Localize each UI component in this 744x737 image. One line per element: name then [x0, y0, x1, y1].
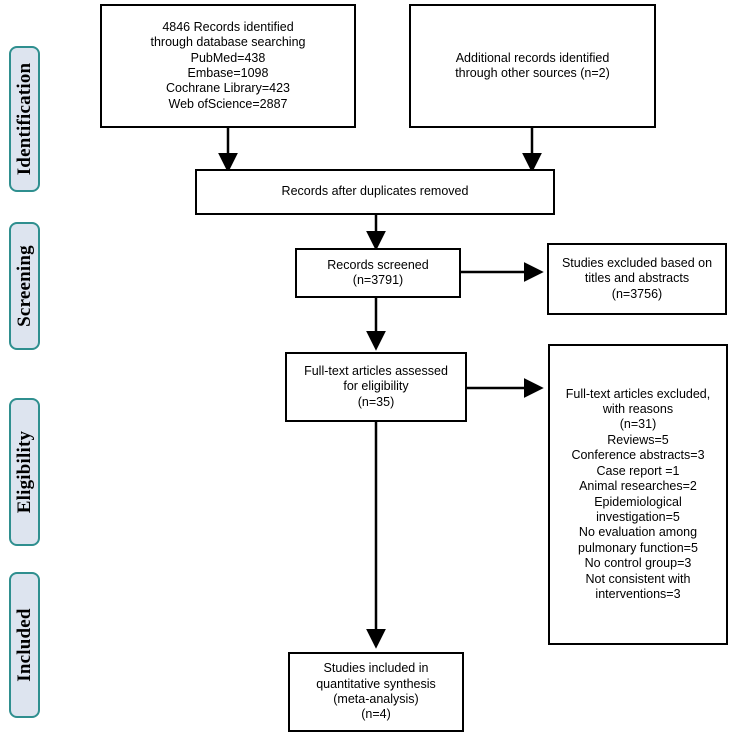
- box-line: Cochrane Library=423: [165, 81, 291, 96]
- box-line: Animal researches=2: [579, 479, 697, 494]
- box-line: interventions=3: [595, 586, 681, 601]
- box-line: Not consistent with: [585, 571, 691, 586]
- box-line: with reasons: [602, 402, 674, 417]
- box-line: PubMed=438: [190, 50, 266, 65]
- stage-identification: Identification: [9, 46, 40, 192]
- box-line: 4846 Records identified: [162, 19, 294, 34]
- box-line: (n=31): [619, 417, 657, 432]
- box-line: Additional records identified: [455, 50, 610, 65]
- box-fulltext-assessed: Full-text articles assessed for eligibil…: [285, 352, 467, 422]
- box-line: (meta-analysis): [333, 692, 419, 706]
- box-line: investigation=5: [596, 509, 680, 524]
- box-records-screened: Records screened (n=3791): [295, 248, 461, 298]
- box-line: Studies included in: [323, 661, 429, 676]
- box-line: pulmonary function=5: [578, 540, 698, 555]
- box-line: (n=35): [357, 394, 395, 409]
- box-line: quantitative synthesis: [316, 676, 436, 691]
- stage-screening: Screening: [9, 222, 40, 350]
- box-line: No control group=3: [584, 556, 692, 571]
- box-line: Full-text articles excluded,: [565, 386, 711, 401]
- box-fulltext-excluded: Full-text articles excluded, with reason…: [548, 344, 728, 645]
- box-line: for eligibility: [343, 379, 409, 394]
- box-line: Web ofScience=2887: [168, 96, 288, 111]
- box-database-search: 4846 Records identified through database…: [100, 4, 356, 128]
- box-line: Full-text articles assessed: [304, 363, 448, 378]
- stage-included: Included: [9, 572, 40, 718]
- box-line: (n=3756): [611, 286, 663, 301]
- box-line: Reviews=5: [607, 432, 669, 447]
- box-line: No evaluation among: [578, 525, 698, 540]
- box-excluded-titles: Studies excluded based on titles and abs…: [547, 243, 727, 315]
- box-line: through other sources (n=2): [455, 66, 610, 80]
- box-other-sources: Additional records identified through ot…: [409, 4, 656, 128]
- stage-eligibility: Eligibility: [9, 398, 40, 546]
- box-line: Epidemiological: [594, 494, 682, 509]
- box-line: Records after duplicates removed: [281, 184, 469, 199]
- box-line: (n=4): [361, 707, 391, 722]
- box-line: titles and abstracts: [584, 271, 690, 286]
- box-line: Studies excluded based on: [561, 255, 713, 270]
- box-line: Case report =1: [596, 463, 680, 478]
- box-line: (n=3791): [352, 273, 404, 287]
- box-line: Embase=1098: [187, 66, 269, 80]
- box-line: Conference abstracts=3: [571, 448, 705, 463]
- box-line: Records screened: [327, 257, 429, 272]
- box-line: through database searching: [150, 35, 306, 50]
- box-after-duplicates: Records after duplicates removed: [195, 169, 555, 215]
- box-included-studies: Studies included in quantitative synthes…: [288, 652, 464, 732]
